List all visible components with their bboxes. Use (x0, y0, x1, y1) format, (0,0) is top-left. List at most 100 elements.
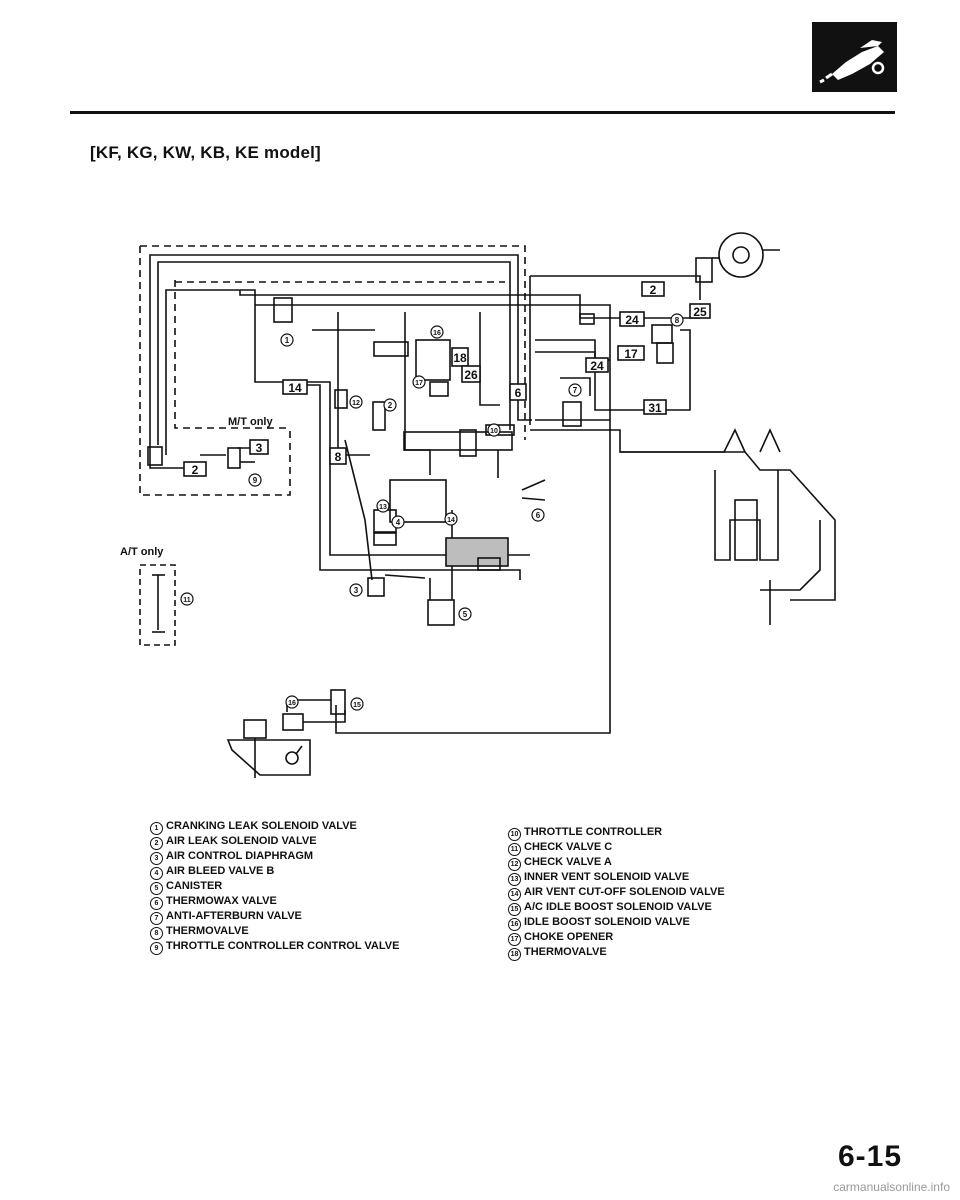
callout-15: 15 (353, 702, 361, 709)
page-number: 6-15 (837, 1140, 902, 1173)
legend-text: THERMOWAX VALVE (166, 895, 277, 907)
callout-7: 7 (573, 386, 578, 395)
callout-11: 11 (183, 597, 191, 604)
legend-text: AIR VENT CUT-OFF SOLENOID VALVE (524, 886, 725, 898)
header-rule (70, 111, 895, 114)
legend-text: THROTTLE CONTROLLER (524, 826, 663, 838)
callout-14: 14 (447, 517, 455, 524)
watermark-text: carmanualsonline.info (833, 1180, 950, 1194)
hose-label: 6 (515, 386, 522, 400)
model-title: [KF, KG, KW, KB, KE model] (90, 143, 321, 162)
at-only-label: A/T only (120, 546, 164, 558)
hose-label: 14 (288, 381, 302, 395)
legend-text: CRANKING LEAK SOLENOID VALVE (166, 820, 357, 832)
legend-num: 6 (150, 897, 163, 910)
legend-text: AIR CONTROL DIAPHRAGM (166, 850, 314, 862)
legend-num: 12 (508, 858, 521, 871)
legend-num: 2 (150, 837, 163, 850)
callout-9: 9 (253, 476, 258, 485)
callout-12: 12 (352, 400, 360, 407)
legend-num: 9 (150, 942, 163, 955)
legend-num: 17 (508, 933, 521, 946)
callout-17: 17 (415, 380, 423, 387)
legend-num: 15 (508, 903, 521, 916)
dashed-line-mt-group (139, 246, 291, 496)
legend-num: 14 (508, 888, 521, 901)
legend-num: 16 (508, 918, 521, 931)
hose-label: 8 (335, 450, 342, 464)
hose-label: 26 (464, 368, 478, 382)
legend-num: 4 (150, 867, 163, 880)
callout-3: 3 (354, 586, 359, 595)
hose-label: 2 (650, 283, 657, 297)
callout-10: 10 (490, 428, 498, 435)
mt-only-label: M/T only (228, 416, 273, 428)
legend-num: 7 (150, 912, 163, 925)
callout-4: 4 (396, 518, 401, 527)
legend-num: 18 (508, 948, 521, 961)
legend-text: THERMOVALVE (524, 946, 607, 958)
legend-num: 8 (150, 927, 163, 940)
legend-text: CANISTER (166, 880, 223, 892)
legend-text: CHECK VALVE C (524, 841, 613, 853)
legend-num: 13 (508, 873, 521, 886)
legend-text: CHECK VALVE A (524, 856, 612, 868)
legend-num: 10 (508, 828, 521, 841)
legend-text: AIR BLEED VALVE B (166, 865, 275, 877)
fuel-nozzle-icon (819, 40, 885, 84)
legend-text: INNER VENT SOLENOID VALVE (524, 871, 690, 883)
hose-label: 24 (625, 313, 639, 327)
legend-num: 5 (150, 882, 163, 895)
hose-label: 31 (648, 401, 662, 415)
callout-16b: 16 (288, 700, 296, 707)
component-callouts: 1 2 3 4 5 6 7 8 9 10 11 12 13 14 15 16 1 (180, 313, 684, 711)
hose-number-labels: 2 25 24 24 17 31 14 18 26 6 8 3 2 (183, 281, 711, 477)
legend-text: THERMOVALVE (166, 925, 249, 937)
hose-label: 24 (590, 359, 604, 373)
hose-label: 3 (256, 441, 263, 455)
callout-16a: 16 (433, 330, 441, 337)
hose-label: 17 (624, 347, 638, 361)
hose-label: 25 (693, 305, 707, 319)
legend-text: IDLE BOOST SOLENOID VALVE (524, 916, 690, 928)
hose-label: 2 (192, 463, 199, 477)
legend-text: CHOKE OPENER (524, 931, 614, 943)
callout-8: 8 (675, 316, 680, 325)
legend-text: A/C IDLE BOOST SOLENOID VALVE (524, 901, 712, 913)
dashed-line-outer (140, 245, 526, 440)
callout-5: 5 (463, 610, 468, 619)
legend-num: 3 (150, 852, 163, 865)
section-badge (812, 22, 897, 92)
legend-num: 11 (508, 843, 521, 856)
callout-13: 13 (379, 504, 387, 511)
callout-6: 6 (536, 511, 541, 520)
legend-num: 1 (150, 822, 163, 835)
callout-1: 1 (285, 336, 290, 345)
legend-text: THROTTLE CONTROLLER CONTROL VALVE (166, 940, 400, 952)
hose-label: 18 (453, 351, 467, 365)
callout-2: 2 (388, 401, 393, 410)
legend-text: AIR LEAK SOLENOID VALVE (166, 835, 317, 847)
legend-text: ANTI-AFTERBURN VALVE (166, 910, 302, 922)
